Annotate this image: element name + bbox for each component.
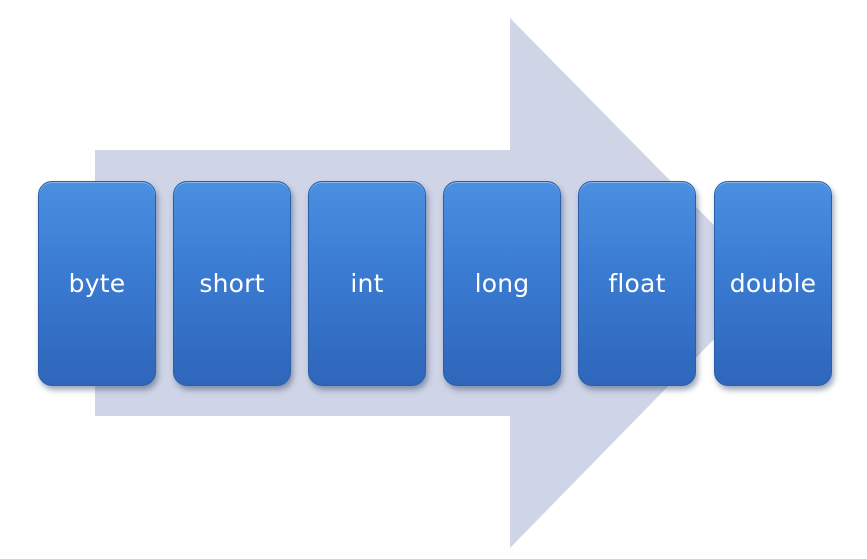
type-label: short: [199, 269, 265, 298]
type-label: byte: [68, 269, 126, 298]
type-box-long: long: [443, 181, 561, 386]
type-box-short: short: [173, 181, 291, 386]
type-box-double: double: [714, 181, 832, 386]
type-label: float: [608, 269, 666, 298]
type-label: long: [474, 269, 530, 298]
type-box-float: float: [578, 181, 696, 386]
type-label: int: [350, 269, 384, 298]
type-box-byte: byte: [38, 181, 156, 386]
arrow-shape: [95, 18, 770, 548]
type-box-int: int: [308, 181, 426, 386]
type-label: double: [729, 269, 817, 298]
